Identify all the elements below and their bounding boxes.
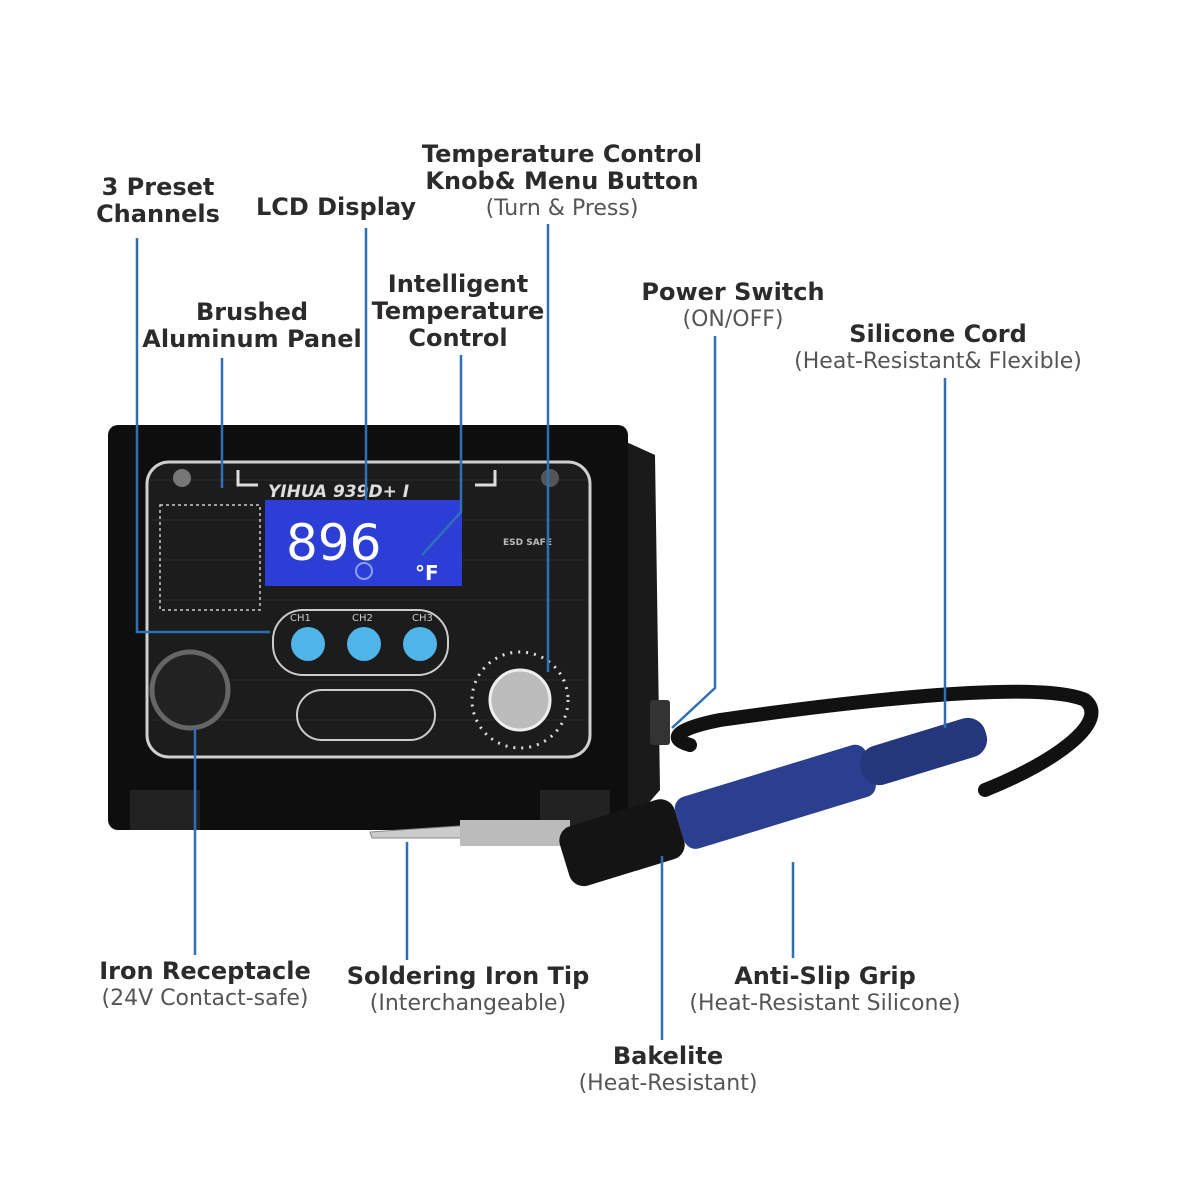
channel-group bbox=[272, 609, 449, 676]
label-title: Channels bbox=[96, 200, 220, 228]
label-temp-knob: Temperature Control Knob& Menu Button (T… bbox=[422, 141, 702, 222]
label-title: Silicone Cord bbox=[849, 320, 1027, 348]
label-subtitle: (24V Contact-safe) bbox=[101, 986, 309, 1011]
label-subtitle: (Interchangeable) bbox=[369, 991, 567, 1016]
label-brushed-panel: Brushed Aluminum Panel bbox=[142, 299, 361, 353]
bakelite-collar bbox=[559, 799, 685, 887]
label-iron-receptacle: Iron Receptacle (24V Contact-safe) bbox=[99, 958, 311, 1012]
channel-label: CH2 bbox=[352, 613, 373, 624]
label-title: Brushed bbox=[195, 298, 309, 326]
label-title: Knob& Menu Button bbox=[425, 167, 699, 195]
label-power-switch: Power Switch (ON/OFF) bbox=[641, 279, 824, 333]
esd-badge: ESD SAFE bbox=[503, 538, 552, 548]
leader-lines bbox=[135, 224, 947, 1040]
iron-receptacle bbox=[149, 649, 231, 731]
iron-barrel bbox=[460, 820, 570, 846]
label-subtitle: (Turn & Press) bbox=[485, 196, 639, 221]
heating-curve-graphic bbox=[159, 504, 261, 611]
label-silicone-cord: Silicone Cord (Heat-Resistant& Flexible) bbox=[794, 321, 1082, 375]
label-title: Soldering Iron Tip bbox=[346, 962, 590, 990]
label-title: Control bbox=[408, 324, 508, 352]
label-title: Temperature bbox=[371, 297, 545, 325]
label-bakelite: Bakelite (Heat-Resistant) bbox=[579, 1043, 758, 1097]
label-lcd-display: LCD Display bbox=[256, 194, 416, 221]
label-intelligent-temp: Intelligent Temperature Control bbox=[372, 271, 545, 352]
ch1-button[interactable] bbox=[291, 627, 325, 661]
label-title: Anti-Slip Grip bbox=[734, 962, 916, 990]
model-text: YIHUA 939D+ I bbox=[268, 482, 409, 502]
lcd-unit: °F bbox=[415, 561, 439, 585]
sleep-icon bbox=[355, 562, 373, 580]
lcd-screen bbox=[265, 500, 462, 586]
label-title: Power Switch bbox=[641, 278, 825, 306]
label-subtitle: (ON/OFF) bbox=[682, 307, 784, 332]
channel-label: CH3 bbox=[412, 613, 433, 624]
label-title: LCD Display bbox=[255, 193, 417, 221]
feature-badge bbox=[296, 689, 436, 741]
label-title: Temperature Control bbox=[421, 140, 703, 168]
label-title: Iron Receptacle bbox=[99, 957, 311, 985]
ch3-button[interactable] bbox=[403, 627, 437, 661]
label-title: 3 Preset bbox=[101, 173, 215, 201]
label-title: Aluminum Panel bbox=[142, 325, 362, 353]
label-subtitle: (Heat-Resistant Silicone) bbox=[689, 991, 961, 1016]
label-subtitle: (Heat-Resistant& Flexible) bbox=[794, 349, 1082, 374]
label-title: Bakelite bbox=[612, 1042, 724, 1070]
anti-slip-grip bbox=[674, 744, 876, 849]
ch2-button[interactable] bbox=[347, 627, 381, 661]
label-title: Intelligent bbox=[387, 270, 529, 298]
label-subtitle: (Heat-Resistant) bbox=[578, 1071, 758, 1096]
channel-label: CH1 bbox=[290, 613, 311, 624]
label-iron-tip: Soldering Iron Tip (Interchangeable) bbox=[347, 963, 590, 1017]
temperature-knob[interactable] bbox=[488, 668, 552, 732]
label-preset-channels: 3 Preset Channels bbox=[96, 174, 220, 228]
label-anti-slip-grip: Anti-Slip Grip (Heat-Resistant Silicone) bbox=[689, 963, 960, 1017]
power-switch bbox=[650, 700, 670, 745]
